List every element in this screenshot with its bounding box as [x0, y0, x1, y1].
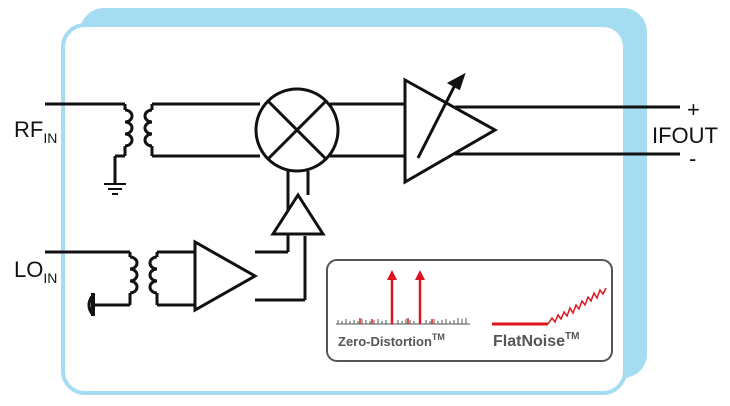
ifout-label: IFOUT — [652, 123, 718, 148]
variable-gain-amplifier-icon — [403, 72, 499, 185]
flatnoise-label: FlatNoiseTM — [493, 331, 579, 350]
mixer-icon — [254, 87, 340, 173]
rf-in-label: RFIN — [14, 117, 57, 146]
zero-distortion-label: Zero-DistortionTM — [338, 332, 445, 349]
rf-input-transformer — [45, 102, 154, 183]
amplifier-icon — [193, 239, 259, 313]
lo-in-label: LOIN — [14, 257, 57, 286]
ifout-minus-label: - — [689, 146, 696, 171]
ifout-plus-label: + — [687, 97, 700, 122]
flatnoise-plot-icon — [492, 287, 607, 326]
ground-icon — [104, 183, 126, 195]
lo-input-transformer — [45, 250, 159, 307]
chassis-ground-icon — [87, 293, 95, 316]
feature-badge: Zero-DistortionTM FlatNoiseTM — [326, 259, 613, 362]
lo-driver-amplifier-icon — [270, 192, 326, 236]
zero-distortion-spectrum-icon — [336, 270, 470, 325]
